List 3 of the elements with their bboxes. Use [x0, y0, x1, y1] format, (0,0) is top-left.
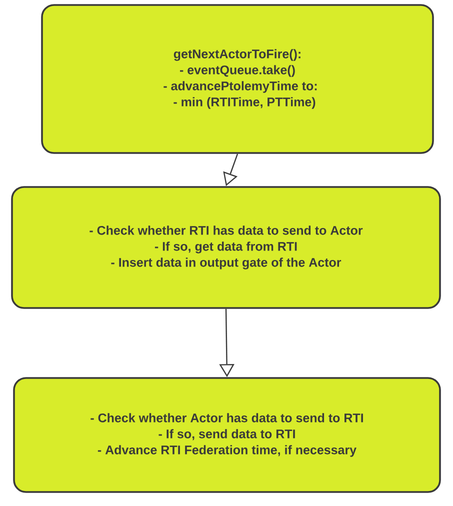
- process-box: - Check whether Actor has data to send to RTI - If so, send data to RTI - Advance RTI Federation time, if necessary: [13, 377, 441, 493]
- process-box: - Check whether RTI has data to send to Actor - If so, get data from RTI - Insert data in output gate of the Actor: [11, 186, 441, 309]
- process-box: getNextActorToFire(): - eventQueue.take() - advancePtolemyTime to: - min (RTITime, PTTime): [41, 4, 434, 154]
